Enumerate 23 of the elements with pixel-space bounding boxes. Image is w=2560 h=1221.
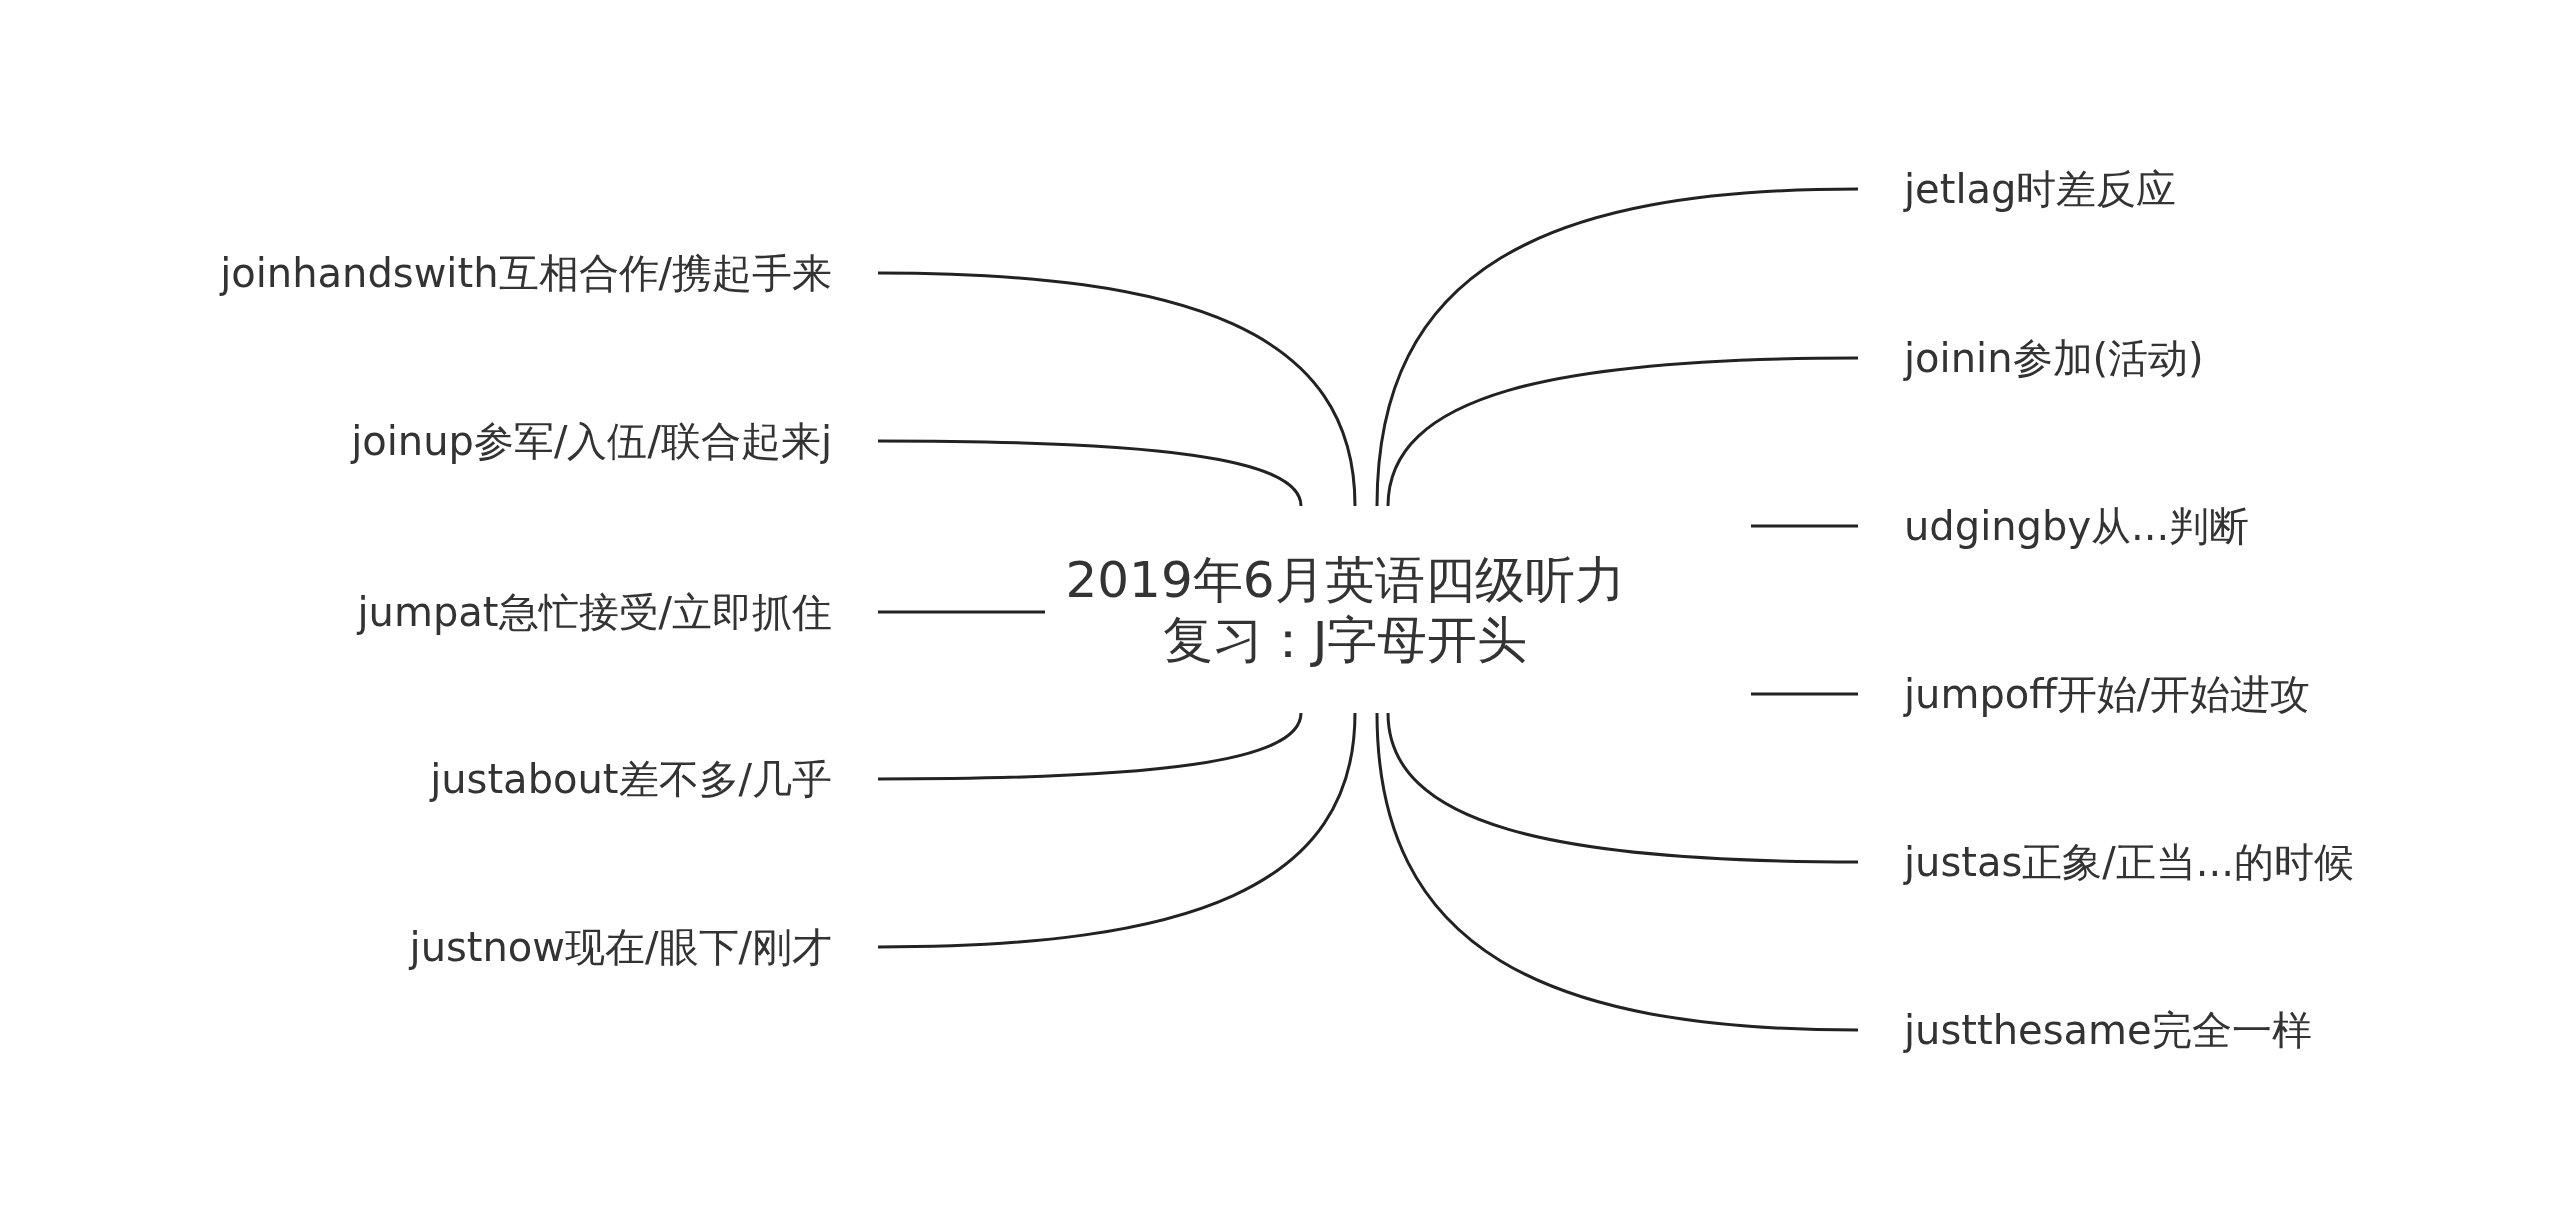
connector-line: [1386, 712, 1858, 864]
topic-label: udgingby从...判断: [1858, 502, 2250, 550]
connector-line: [1386, 356, 1858, 507]
connector-line: [1751, 692, 1858, 696]
connector-line: [1375, 187, 1859, 507]
connector-line: [877, 712, 1357, 949]
topic-label: justas正象/正当...的时候: [1858, 838, 2354, 886]
central-topic: 2019年6月英语四级听力复习：J字母开头: [1064, 549, 1626, 671]
topic-label: justabout差不多/几乎: [430, 755, 878, 803]
connector-line: [878, 610, 1045, 614]
connector-line: [877, 271, 1357, 507]
topic-label: justthesame完全一样: [1858, 1006, 2312, 1054]
connector-line: [1751, 524, 1858, 528]
connector-line: [878, 439, 1303, 507]
topic-label: jetlag时差反应: [1858, 165, 2177, 213]
topic-label: joinin参加(活动): [1858, 334, 2204, 382]
topic-label: jumpoff开始/开始进攻: [1858, 670, 2311, 718]
topic-label: joinup参军/入伍/联合起来j: [351, 417, 878, 465]
topic-label: justnow现在/眼下/刚才: [409, 923, 878, 971]
topic-label: joinhandswith互相合作/携起手来: [220, 249, 878, 297]
connector-line: [1375, 712, 1859, 1032]
connector-line: [878, 712, 1303, 781]
topic-label: jumpat急忙接受/立即抓住: [357, 588, 878, 636]
